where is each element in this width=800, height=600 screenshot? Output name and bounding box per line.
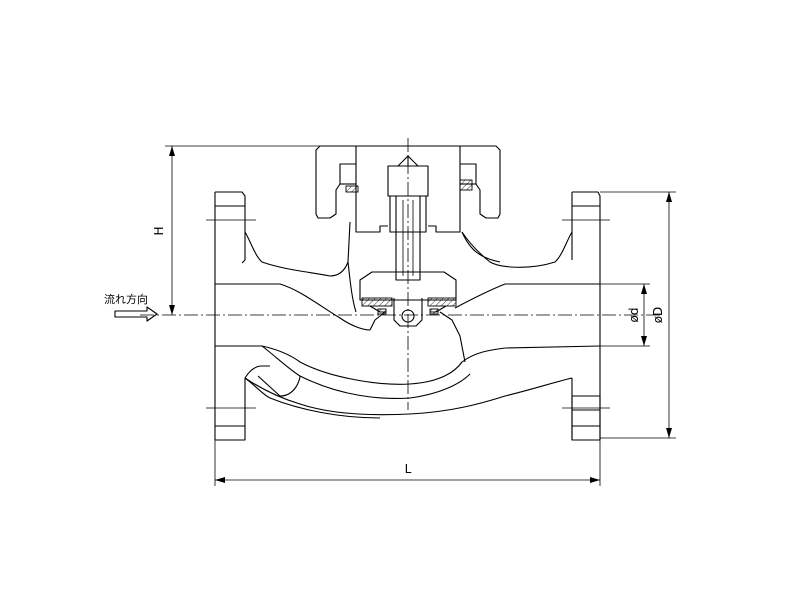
dim-label-d: ød (627, 308, 641, 323)
valve-disc (359, 271, 457, 327)
flow-direction-indicator: 流れ方向 (104, 292, 158, 322)
centerlines (140, 138, 660, 410)
flow-arrow-icon (114, 306, 158, 322)
valve-body (215, 221, 601, 419)
dim-label-L: L (405, 462, 412, 476)
dimension-H: H (152, 145, 356, 315)
dim-label-H: H (152, 226, 166, 235)
dim-label-D: øD (651, 307, 665, 324)
left-flange (206, 191, 256, 441)
dimension-L: L (214, 440, 601, 486)
flow-direction-label: 流れ方向 (104, 292, 148, 306)
dimension-d: ød (600, 283, 650, 347)
bonnet (315, 145, 501, 233)
right-flange (562, 191, 610, 441)
dimension-D: øD (600, 191, 676, 439)
